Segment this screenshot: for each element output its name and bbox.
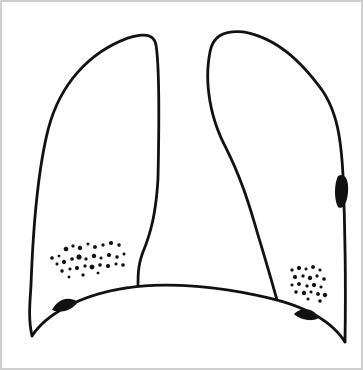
right-diaphragm-plaque (52, 299, 78, 312)
right-base-nodular-opacities (50, 241, 125, 278)
left-lateral-pleural-plaque (335, 175, 348, 208)
left-diaphragm-plaque (294, 309, 319, 320)
right-lung-outline (30, 35, 159, 336)
left-base-nodular-opacities (290, 265, 327, 303)
